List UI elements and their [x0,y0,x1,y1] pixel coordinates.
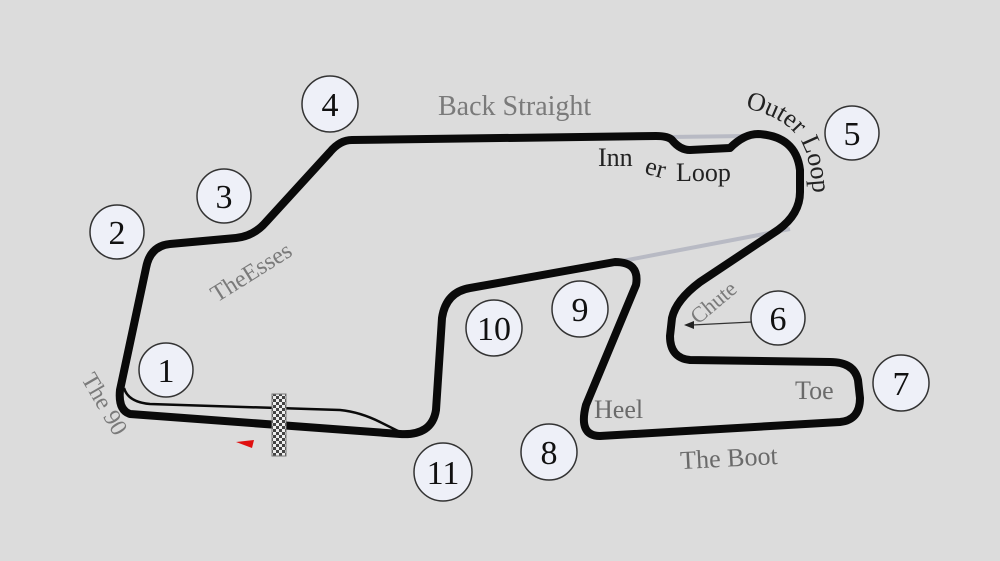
turn-number: 9 [572,292,589,329]
turn-marker-1: 1 [138,342,194,398]
label-heel: Heel [594,395,643,424]
turn-marker-3: 3 [196,168,252,224]
turn-number: 6 [770,301,787,338]
turn-number: 3 [216,179,233,216]
turn-marker-7: 7 [872,354,930,412]
label-toe: Toe [795,376,834,405]
turn-marker-5: 5 [824,105,880,161]
label-inner-loop-a: Inn [598,143,633,172]
turn-marker-8: 8 [520,423,578,481]
arrowhead-icon [684,321,694,329]
turn-marker-6: 6 [750,290,806,346]
turn-number: 7 [893,366,910,403]
turn-number: 5 [844,116,861,153]
label-back-straight: Back Straight [438,91,591,122]
inner-loop-bypass [667,134,749,139]
turn-number: 2 [109,215,126,252]
turn-marker-9: 9 [551,280,609,338]
turn-6-arrow [691,321,753,326]
race-track [115,130,864,440]
turn-marker-11: 11 [413,442,473,502]
label-the-esses: TheEsses [206,238,297,308]
label-outer-loop: Outer Loop [744,86,836,194]
pit-lane [122,387,401,434]
turn-number: 10 [477,311,511,348]
start-finish-line [271,393,287,457]
turn-number: 1 [158,353,175,390]
turn-marker-2: 2 [89,204,145,260]
label-inner-loop-c: Loop [676,158,731,187]
turn-number: 4 [322,87,339,124]
start-direction-marker [236,440,254,448]
label-inner-loop-b: er [642,151,669,184]
label-the-boot: The Boot [679,441,779,475]
turn-number: 8 [541,435,558,472]
turn-marker-10: 10 [465,299,523,357]
turn-marker-4: 4 [301,75,359,133]
outer-loop-bypass [611,227,791,265]
turn-number: 11 [427,455,460,492]
